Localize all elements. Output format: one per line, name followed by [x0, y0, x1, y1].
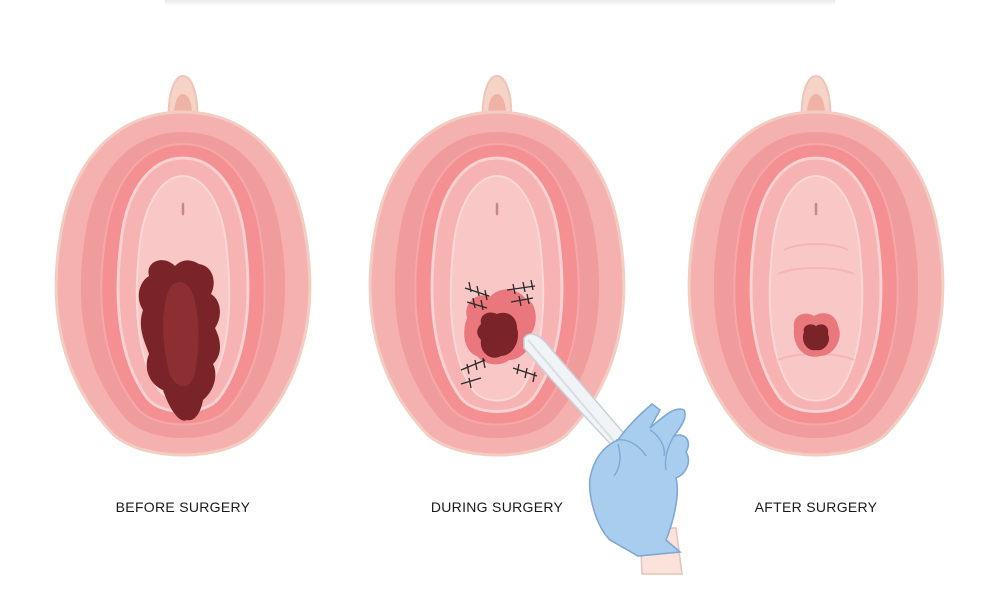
caption-after: AFTER SURGERY: [754, 499, 878, 515]
panel-during: [368, 74, 626, 457]
suture-icon: [460, 279, 538, 389]
healed-opening: [802, 324, 830, 351]
top-divider: [165, 0, 835, 6]
caption-before: BEFORE SURGERY: [115, 499, 251, 515]
caption-during: DURING SURGERY: [430, 499, 564, 515]
reduced-opening: [477, 312, 519, 358]
gloved-hand-icon: [588, 402, 690, 575]
panel-before: [54, 74, 312, 457]
panel-after: [687, 74, 945, 457]
